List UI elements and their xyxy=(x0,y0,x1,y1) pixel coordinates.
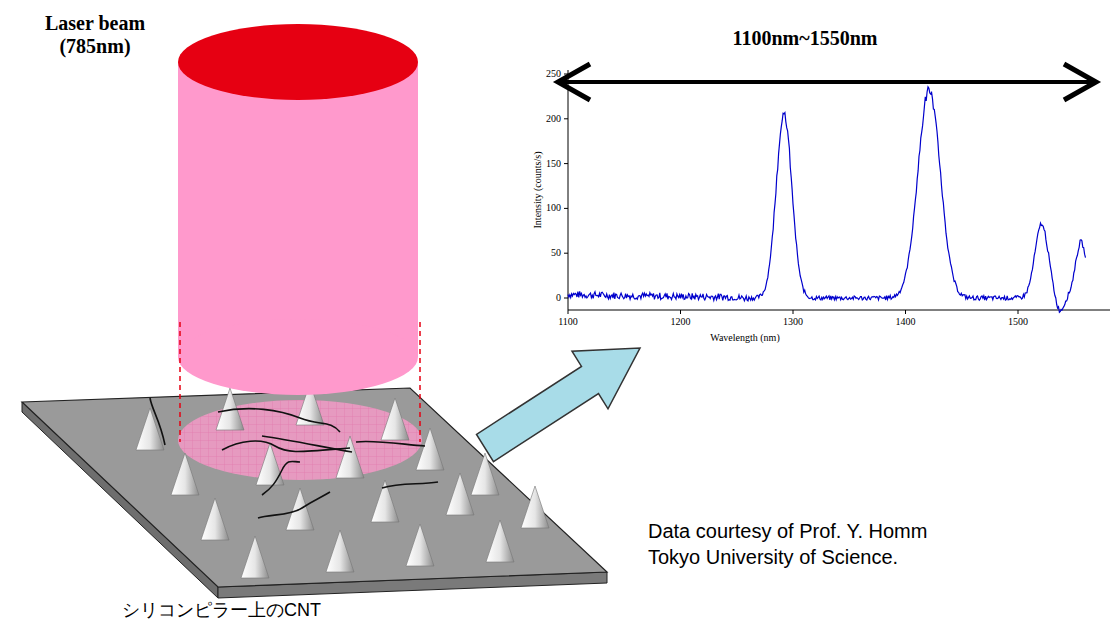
caption-label: シリコンピラー上のCNT xyxy=(122,600,321,621)
y-tick xyxy=(564,253,568,254)
silicon-pillar xyxy=(326,530,354,572)
tick-label: 0 xyxy=(556,292,561,304)
silicon-pillar xyxy=(171,453,199,495)
tick-label: 1500 xyxy=(1008,316,1028,328)
carbon-nanotube xyxy=(382,482,438,488)
y-axis xyxy=(568,70,569,310)
x-tick xyxy=(1018,310,1019,314)
silicon-pillars xyxy=(136,383,549,578)
tick-label: 150 xyxy=(546,158,561,170)
credit-note: Data courtesy of Prof. Y. Homm xyxy=(648,520,927,543)
tick-label: 50 xyxy=(551,247,561,259)
carbon-nanotube xyxy=(262,436,352,452)
carbon-nanotube xyxy=(262,461,300,495)
silicon-pillar xyxy=(241,536,269,578)
x-tick xyxy=(680,310,681,314)
silicon-pillar xyxy=(406,524,434,566)
carbon-nanotube xyxy=(356,441,425,446)
silicon-pillar xyxy=(486,520,514,562)
range-arrow-head xyxy=(1064,64,1096,100)
carbon-nanotube xyxy=(258,492,330,518)
axis-title: Wavelength (nm) xyxy=(710,332,779,344)
range-arrow xyxy=(562,80,1092,84)
y-tick xyxy=(564,74,568,75)
silicon-pillar xyxy=(446,473,474,515)
silicon-pillar xyxy=(521,486,549,528)
silicon-pillar xyxy=(136,408,164,450)
range-label: 1100nm~1550nm xyxy=(733,27,878,50)
beam-guide-line xyxy=(179,322,181,442)
laser-beam-bottom xyxy=(178,319,418,395)
spectrum-line xyxy=(568,87,1086,312)
carbon-nanotube xyxy=(150,398,165,445)
range-arrow-head xyxy=(558,64,590,100)
silicon-pillar xyxy=(381,398,409,440)
tick-label: 1400 xyxy=(896,316,916,328)
tick-label: 100 xyxy=(546,203,561,215)
y-tick xyxy=(564,298,568,299)
x-axis xyxy=(568,310,1110,311)
silicon-pillar xyxy=(201,498,229,540)
x-tick xyxy=(568,310,569,314)
tick-label: 250 xyxy=(546,68,561,80)
silicon-pillar xyxy=(256,443,284,485)
x-tick xyxy=(793,310,794,314)
carbon-nanotubes xyxy=(150,398,438,518)
tick-label: 1300 xyxy=(783,316,803,328)
axis-title: Intensity (counts/s) xyxy=(532,152,544,229)
carbon-nanotube xyxy=(222,441,350,451)
credit-note: Tokyo University of Science. xyxy=(648,546,898,569)
output-arrow xyxy=(477,348,641,462)
tick-label: 200 xyxy=(546,113,561,125)
carbon-nanotube xyxy=(218,409,340,432)
laser-beam-body xyxy=(178,62,418,357)
laser-beam-top xyxy=(178,24,418,100)
tick-label: 1100 xyxy=(558,316,578,328)
beam-guide-line xyxy=(419,322,421,442)
y-tick xyxy=(564,208,568,209)
spectrum-chart xyxy=(564,70,1110,314)
tick-label: 1200 xyxy=(671,316,691,328)
y-tick xyxy=(564,118,568,119)
y-tick xyxy=(564,163,568,164)
beam-label: Laser beam (785nm) xyxy=(25,12,165,58)
x-tick xyxy=(905,310,906,314)
